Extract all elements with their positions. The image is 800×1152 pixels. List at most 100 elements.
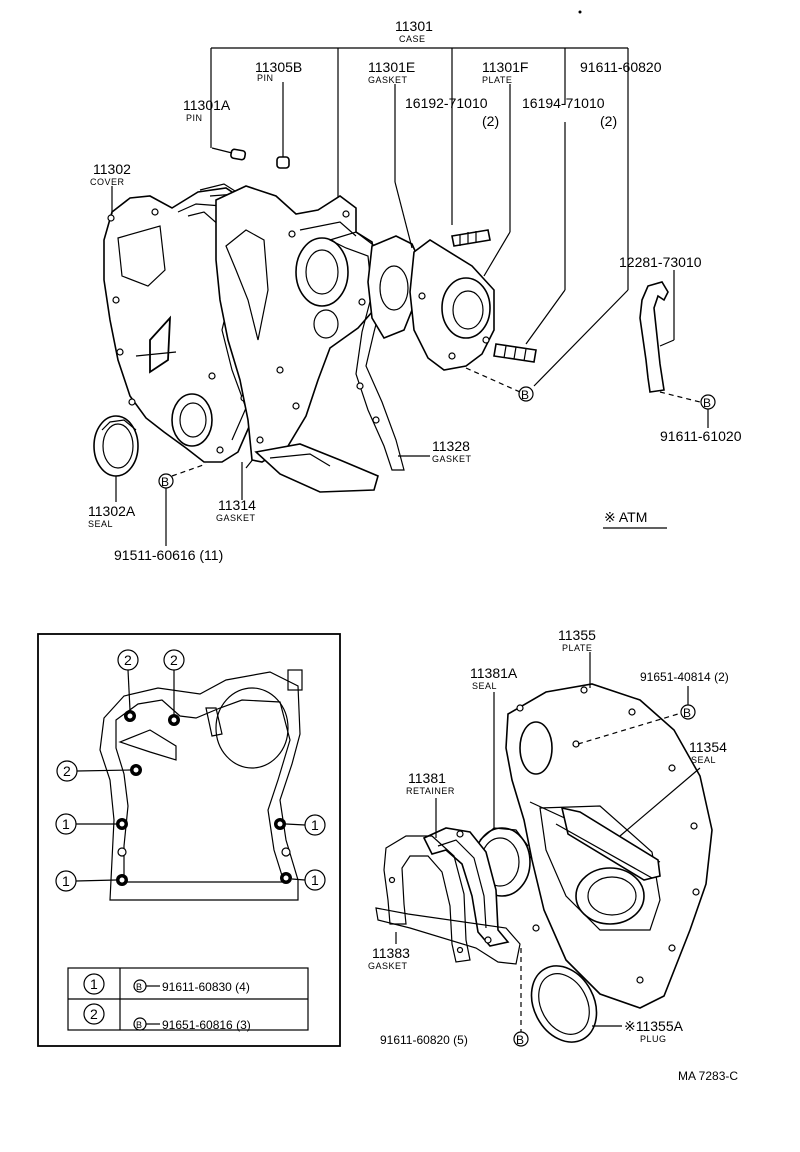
pin-a-part-label: PIN — [186, 113, 203, 123]
cover-part-label: COVER — [90, 177, 125, 187]
svg-text:1: 1 — [62, 873, 70, 889]
plate-11301f-icon — [409, 84, 511, 371]
svg-text:B: B — [516, 1033, 524, 1047]
b-bolt-symbol: B — [513, 1031, 529, 1047]
bottom-bolt-number: 91611-60820 (5) — [380, 1033, 468, 1047]
svg-text:B: B — [136, 982, 143, 992]
gasket-e-part-label: GASKET — [368, 75, 408, 85]
legend-row-1-part: 91611-60830 (4) — [162, 980, 250, 994]
b-bolt-symbol: B — [158, 463, 207, 546]
atm-note: ※ ATM — [604, 509, 647, 525]
inset-bolt-hole — [124, 710, 136, 722]
seal-part-number: 11302A — [88, 503, 136, 519]
tube-part-number: 12281-73010 — [619, 254, 702, 270]
gasket-11301e-icon — [367, 84, 421, 339]
seal-11354-icon — [555, 767, 701, 881]
inset-bolt-hole — [116, 874, 128, 886]
svg-text:2: 2 — [63, 763, 71, 779]
callout-1: 1 — [55, 870, 117, 892]
plate-bolt-number: 91651-40814 (2) — [640, 670, 729, 684]
inset-bolt-hole — [274, 818, 286, 830]
bolt-top-part-number: 91611-60820 — [580, 59, 662, 75]
svg-text:1: 1 — [311, 817, 319, 833]
stud-1-part-number: 16192-71010 — [405, 95, 488, 111]
svg-text:1: 1 — [62, 816, 70, 832]
bolt-bottom-part-number: 91511-60616 (11) — [114, 547, 223, 563]
seal-11354-number: 11354 — [689, 739, 727, 755]
stud-1-quantity: (2) — [482, 113, 499, 129]
stud-16194-icon — [493, 122, 566, 363]
callout-1: 1 — [285, 814, 326, 836]
oil-seal-icon — [93, 415, 139, 502]
inset-legend-table — [67, 967, 309, 1031]
svg-text:1: 1 — [311, 872, 319, 888]
bolt-right-part-number: 91611-61020 — [660, 428, 742, 444]
inset-gasket-outline — [99, 669, 303, 901]
legend-row-2: 2 B 91651-60816 (3) — [83, 1003, 251, 1032]
plate-11355-label: PLATE — [562, 643, 592, 653]
inset-bolt-hole — [130, 764, 142, 776]
retainer-number: 11381 — [408, 770, 446, 786]
case-bracket-leaders — [210, 47, 629, 250]
retainer-label: RETAINER — [406, 786, 455, 796]
tube-12281-icon — [639, 270, 701, 403]
svg-text:B: B — [703, 396, 711, 410]
plate-f-part-label: PLATE — [482, 75, 512, 85]
b-bolt-symbol: B — [680, 686, 696, 720]
inset-box — [37, 633, 341, 1047]
svg-text:1: 1 — [90, 976, 98, 992]
gasket-28-part-number: 11328 — [432, 438, 470, 454]
timing-case-icon — [215, 185, 379, 493]
pin-b-icon — [276, 82, 290, 169]
case-part-number: 11301 — [395, 18, 433, 34]
b-bolt-symbol: B — [518, 386, 534, 402]
callout-1: 1 — [55, 813, 116, 835]
gasket-e-part-number: 11301E — [368, 59, 415, 75]
inset-bolt-hole — [280, 872, 292, 884]
stud-16192-icon — [451, 229, 491, 247]
plate-11355-number: 11355 — [558, 627, 596, 643]
pin-a-part-number: 11301A — [183, 97, 231, 113]
bolt-top-leader — [465, 250, 629, 393]
gasket-14-part-number: 11314 — [218, 497, 256, 513]
svg-text:2: 2 — [170, 652, 178, 668]
b-bolt-symbol: B — [700, 394, 716, 428]
inset-bolt-hole — [116, 818, 128, 830]
gasket-28-part-label: GASKET — [432, 454, 472, 464]
legend-row-2-part: 91651-60816 (3) — [162, 1018, 251, 1032]
callout-1: 1 — [291, 869, 326, 891]
gasket-11383-number: 11383 — [372, 945, 410, 961]
svg-text:B: B — [161, 475, 169, 489]
seal-11354-label: SEAL — [691, 755, 716, 765]
seal-11381a-number: 11381A — [470, 665, 518, 681]
pin-b-part-label: PIN — [257, 73, 274, 83]
plug-11355a-icon — [530, 965, 622, 1043]
seal-11381a-label: SEAL — [472, 681, 497, 691]
seal-part-label: SEAL — [88, 519, 113, 529]
plate-f-part-number: 11301F — [482, 59, 528, 75]
gasket-14-part-label: GASKET — [216, 513, 256, 523]
svg-text:2: 2 — [90, 1006, 98, 1022]
callout-2: 2 — [56, 760, 131, 782]
callout-2: 2 — [163, 649, 185, 714]
svg-text:B: B — [683, 706, 691, 720]
diagram-reference-code: MA 7283-C — [678, 1069, 738, 1083]
inset-bolt-hole — [168, 714, 180, 726]
stray-dot — [578, 10, 582, 14]
callout-2: 2 — [117, 649, 139, 711]
pin-b-part-number: 11305B — [255, 59, 302, 75]
cover-part-number: 11302 — [93, 161, 131, 177]
retainer-11381-icon — [422, 798, 510, 947]
stud-2-quantity: (2) — [600, 113, 617, 129]
svg-text:2: 2 — [124, 652, 132, 668]
pin-a-icon — [211, 147, 247, 161]
plug-number: ※11355A — [624, 1018, 684, 1034]
legend-row-1: 1 B 91611-60830 (4) — [83, 973, 250, 995]
gasket-11383-icon — [375, 835, 521, 965]
plug-label: PLUG — [640, 1034, 667, 1044]
svg-text:B: B — [521, 388, 529, 402]
case-part-label: CASE — [399, 34, 426, 44]
svg-text:B: B — [136, 1020, 143, 1030]
